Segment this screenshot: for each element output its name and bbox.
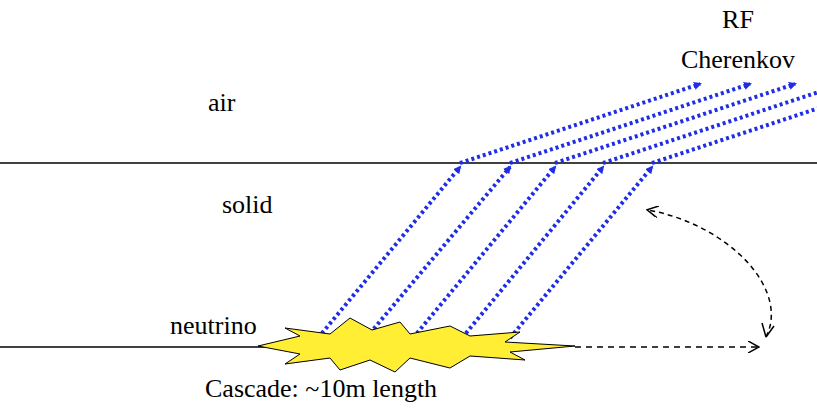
particle-label: neutrino	[170, 311, 257, 341]
air-ray	[510, 84, 750, 163]
solid-ray	[462, 167, 603, 338]
cascade-label: Cascade: ~10m length	[205, 374, 437, 404]
direction-arrow	[575, 346, 758, 348]
cherenkov-rays	[318, 84, 817, 338]
radiation-label: RF Cherenkov	[668, 0, 808, 80]
solid-ray	[366, 167, 510, 338]
solid-ray	[510, 167, 652, 338]
solid-ray	[413, 167, 555, 338]
air-ray	[603, 84, 817, 163]
cascade-burst	[258, 318, 575, 372]
air-ray	[460, 84, 700, 163]
medium-label: solid	[222, 190, 273, 220]
medium-label: air	[208, 88, 235, 118]
air-solid-surface	[0, 162, 817, 164]
angle-arc	[648, 210, 771, 337]
air-ray	[652, 84, 817, 163]
solid-ray	[318, 167, 460, 338]
neutrino-track	[0, 346, 265, 348]
angle-arc-head	[762, 323, 774, 337]
air-ray	[555, 84, 795, 163]
